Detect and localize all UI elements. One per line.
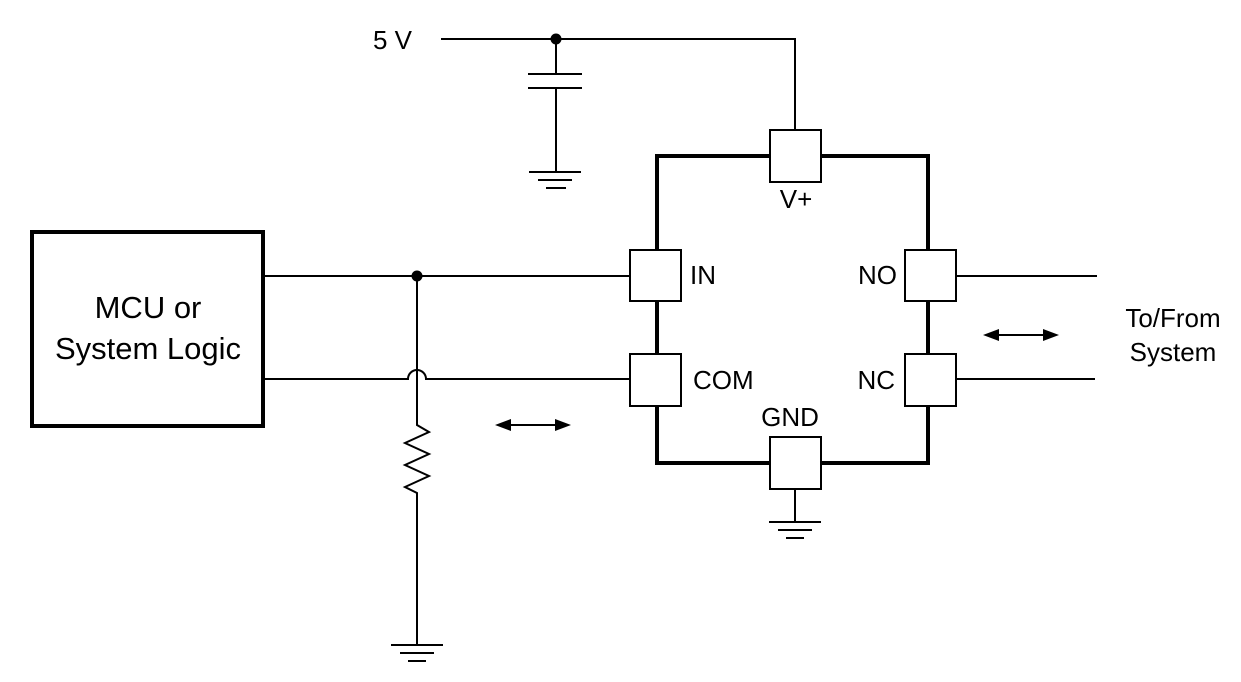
pin-no	[904, 249, 957, 302]
pin-no-label: NO	[858, 260, 897, 290]
decoupling-capacitor	[528, 39, 582, 172]
bidirectional-arrow-icon	[983, 329, 1059, 341]
com-wire	[263, 369, 630, 380]
mcu-label-line1: MCU or	[95, 290, 202, 325]
pin-com	[629, 353, 682, 407]
resistor-ground-icon	[391, 644, 443, 662]
pin-vplus-label: V+	[780, 184, 813, 214]
pin-in-label: IN	[690, 260, 716, 290]
capacitor-ground-icon	[529, 171, 581, 189]
supply-label: 5 V	[373, 25, 413, 55]
system-label-line1: To/From	[1125, 303, 1220, 333]
mcu-block	[30, 230, 265, 428]
mcu-label-line2: System Logic	[55, 331, 241, 366]
pin-nc	[904, 353, 957, 407]
pin-com-label: COM	[693, 365, 754, 395]
pin-vplus	[769, 129, 822, 183]
pin-gnd-label: GND	[761, 402, 819, 432]
supply-rail	[441, 38, 796, 130]
pin-in	[629, 249, 682, 302]
pulldown-resistor	[402, 276, 432, 645]
pin-gnd	[769, 436, 822, 490]
system-label-line2: System	[1130, 337, 1217, 367]
pin-nc-label: NC	[857, 365, 895, 395]
ic-ground-icon	[769, 521, 821, 539]
bidirectional-arrow-icon	[495, 419, 571, 431]
